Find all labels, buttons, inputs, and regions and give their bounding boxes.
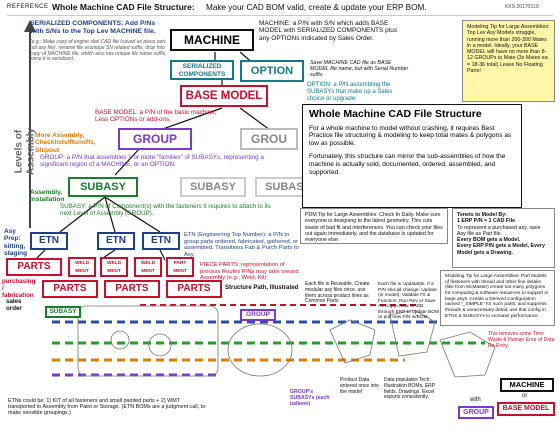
header-divider — [7, 15, 553, 16]
parts-node-4: PARTS — [166, 280, 222, 298]
subasy-node: SUBASY — [68, 177, 138, 197]
save-note: Save MACHINE CAD file as BASE MODEL file… — [310, 60, 409, 79]
structure-path-label: Structure Path, Illustrated — [225, 285, 299, 291]
etn-description: ETN (Engineering Top Number): a P/N to g… — [184, 232, 299, 258]
etn-node-1: ETN — [30, 232, 68, 250]
whole-machine-box-title: Whole Machine CAD File Structure — [309, 108, 482, 120]
tenet-1: 1 ERP P/N = 1 CAD File — [457, 218, 516, 225]
illustration-subasy-a — [329, 319, 376, 364]
group-ghost-node: GROU — [240, 128, 298, 150]
partment-node: PART MENT — [166, 257, 194, 277]
group-footer-node: GROUP — [458, 406, 494, 419]
group-description: GROUP: a P/N that assembles 1 or more "f… — [40, 154, 264, 169]
connector-subasy-etn3 — [104, 196, 161, 233]
removes-waste-note: This removes some Time Waste & Human Err… — [488, 331, 555, 349]
etn-node-3: ETN — [142, 232, 180, 250]
subasy-description: SUBASY: a P/N of Component(s) with the f… — [60, 203, 271, 218]
parts-node-2: PARTS — [42, 280, 98, 298]
with-label: with — [470, 397, 481, 403]
asy-prep-label: Asy Prep: kitting, staging — [4, 228, 28, 258]
illustration-subasy-b — [389, 309, 436, 357]
weldment-node-3: WELD MENT — [134, 257, 162, 277]
subasy-small-node: SUBASY — [45, 306, 81, 318]
base-model-node: BASE MODEL — [180, 85, 268, 107]
illustration-machine — [439, 331, 496, 378]
tenet-2: Every BOM gets a Model. — [457, 237, 521, 243]
weldment-node-2: WELD MENT — [100, 257, 128, 277]
serialized-components-node: SERIALIZED COMPONENTS — [170, 60, 234, 80]
whole-machine-box: Whole Machine CAD File Structure For a w… — [302, 104, 522, 208]
piece-parts-description: PIECE PARTS: representation of process R… — [200, 262, 299, 282]
serialized-description: SERIALIZED COMPONENTS: Add P/Ns with S/N… — [30, 20, 156, 35]
etn-node-2: ETN — [97, 232, 135, 250]
or-label: or — [522, 393, 528, 399]
illustration-etn-parts — [77, 305, 219, 377]
parts-node-3: PARTS — [104, 280, 160, 298]
option-description: OPTION: a P/N assembling the SUBASYs tha… — [307, 82, 393, 102]
parts-node-1: PARTS — [6, 258, 62, 276]
assembly-installation-label: Assembly, Installation — [30, 189, 65, 204]
page-subtitle: Make your CAD BOM valid, create & update… — [206, 3, 427, 12]
levels-of-assembly-label: Levels of Assembly — [13, 127, 37, 176]
subasy-ghost-node-a: SUBASY — [180, 177, 246, 197]
option-node: OPTION — [240, 60, 304, 82]
connector-group-subasy — [114, 147, 141, 176]
page-title: Whole Machine CAD File Structure: — [52, 2, 195, 12]
whole-machine-box-para2: Fortunately, this structure can mirror t… — [309, 153, 506, 177]
etn-note: ETNs could be: 1) KIT of all fasteners a… — [8, 398, 206, 417]
connector-base-group-ghost — [239, 107, 271, 131]
weldment-node-1: WELD MENT — [68, 257, 96, 277]
machine-node: MACHINE — [170, 29, 254, 51]
sales-order-label: sales order — [6, 298, 22, 313]
tenets-card: Tenets to Model By: 1 ERP P/N = 1 CAD Fi… — [452, 208, 555, 268]
group-node: GROUP — [118, 128, 192, 150]
machine-description: MACHINE: a P/N with S/N which adds BASE … — [259, 20, 398, 42]
connector-etn-parts3 — [159, 249, 166, 261]
levels-arrow-head — [24, 20, 36, 32]
product-data-note: Product Data entered once into the model — [340, 377, 379, 395]
illustration-wheel-b — [148, 333, 172, 357]
group-subasys-note: GROUP's SUBASYs (each balloon) — [290, 389, 330, 407]
group-small-node: GROUP — [240, 309, 276, 321]
tenet-1-detail: To represent a purchased asy, save Asy f… — [457, 224, 541, 237]
modeling-tip-top-level: Modeling Tip for Large Assemblies: Top L… — [462, 20, 555, 102]
whole-machine-box-para1: For a whole machine to model without cra… — [309, 124, 512, 148]
tenet-3: Every ERP P/N gets a Model, Every Model … — [457, 243, 545, 256]
base-model-description: BASE MODEL: a P/N of the basic machine, … — [95, 109, 217, 124]
purchasing-fabrication-label: purchasing / fabrication — [2, 278, 36, 300]
reusable-note: Each file is Reusable. Create modular as… — [305, 281, 370, 305]
updatable-note: Each file is Updatable. If a P/N should … — [378, 282, 439, 321]
serialized-note: (e.g.: Make copy of engine skel CAD file… — [30, 39, 167, 63]
modeling-tip-parts: Modeling Tip for Large Assemblies: Part … — [440, 270, 555, 326]
illustration-wheel-a — [110, 330, 130, 350]
document-id: KKS 20170310 — [505, 4, 539, 10]
illustration-group — [227, 323, 293, 377]
pdm-tip: PDM Tip for Large Assemblies: Check In D… — [300, 208, 448, 244]
connector-base-group — [159, 107, 223, 131]
populates-note: Data populates Tech Illustration BOMs, E… — [384, 377, 436, 401]
connector-subasy-etn1 — [59, 196, 106, 233]
more-assembly-label: More Assembly, Checklists/Runoffs, Shipo… — [35, 132, 96, 154]
reference-label: REFERENCE — [7, 4, 49, 10]
machine-footer-node: MACHINE — [500, 378, 554, 392]
tenets-title: Tenets to Model By: — [457, 212, 507, 218]
base-model-footer-node: BASE MODEL — [497, 402, 555, 416]
connector-subasy-etn2 — [104, 196, 116, 233]
